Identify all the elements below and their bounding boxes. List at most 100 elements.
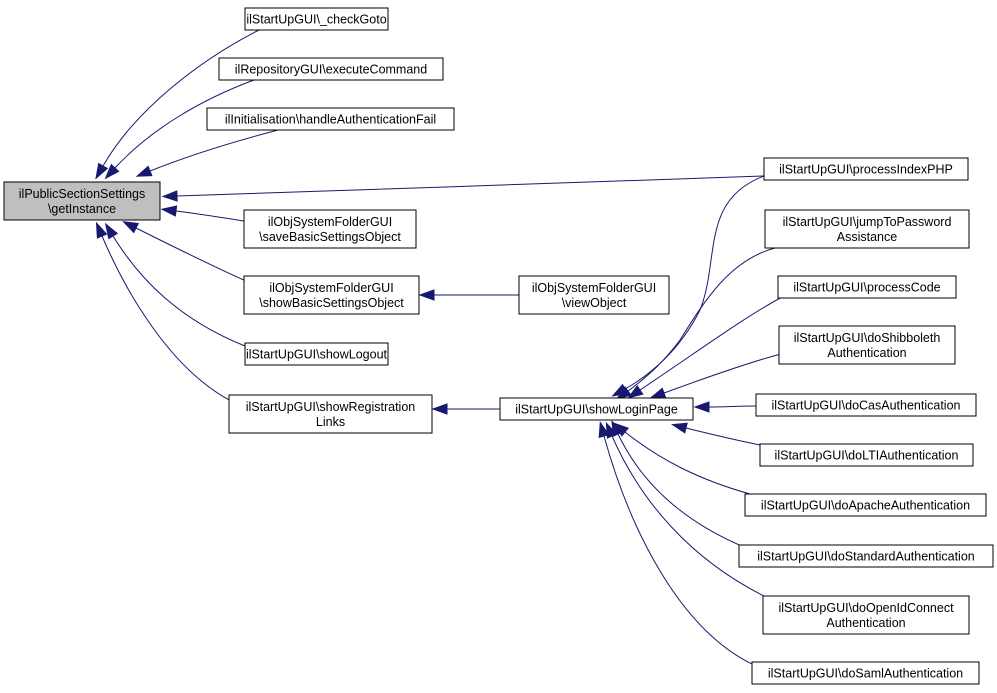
edge-apache-to-login bbox=[612, 422, 751, 495]
edge-line bbox=[135, 227, 247, 282]
node-label-line: ilStartUpGUI\showLogout bbox=[246, 348, 388, 362]
node-label-line: ilStartUpGUI\doSamlAuthentication bbox=[768, 667, 963, 681]
node-logout[interactable]: ilStartUpGUI\showLogout bbox=[244, 342, 389, 366]
node-label-line: Assistance bbox=[837, 230, 897, 244]
arrowhead bbox=[431, 403, 448, 415]
edges-layer bbox=[95, 29, 783, 666]
edge-line bbox=[112, 235, 246, 347]
edge-standard-to-login bbox=[611, 420, 745, 548]
node-box bbox=[3, 181, 161, 221]
node-standard[interactable]: ilStartUpGUI\doStandardAuthentication bbox=[738, 544, 994, 568]
arrowhead bbox=[598, 421, 610, 439]
edge-proccode-to-login bbox=[627, 296, 783, 399]
edge-line bbox=[101, 235, 234, 403]
edge-cas-to-login bbox=[693, 401, 757, 413]
node-savebasic[interactable]: ilObjSystemFolderGUI\saveBasicSettingsOb… bbox=[243, 209, 417, 249]
node-label-line: ilInitialisation\handleAuthenticationFai… bbox=[225, 113, 436, 127]
node-box bbox=[755, 393, 977, 417]
node-checkgoto[interactable]: ilStartUpGUI\_checkGoto bbox=[244, 7, 389, 31]
node-box bbox=[744, 493, 987, 517]
arrowhead bbox=[135, 165, 153, 177]
node-box bbox=[244, 7, 389, 31]
nodes-layer: ilPublicSectionSettings\getInstance ilSta… bbox=[3, 7, 994, 685]
edge-saml-to-login bbox=[598, 421, 755, 666]
edge-line bbox=[639, 296, 783, 391]
node-box bbox=[518, 275, 670, 315]
edge-openid-to-login bbox=[605, 421, 769, 599]
node-proccode[interactable]: ilStartUpGUI\processCode bbox=[777, 275, 957, 299]
node-lti[interactable]: ilStartUpGUI\doLTIAuthentication bbox=[759, 443, 974, 467]
edge-line bbox=[175, 210, 245, 222]
arrowhead bbox=[649, 387, 667, 399]
node-box bbox=[777, 275, 957, 299]
arrowhead bbox=[160, 205, 178, 217]
edge-line bbox=[176, 175, 765, 197]
node-openid[interactable]: ilStartUpGUI\doOpenIdConnectAuthenticati… bbox=[762, 595, 970, 635]
node-label-line: Authentication bbox=[827, 346, 906, 360]
node-label-line: ilStartUpGUI\processIndexPHP bbox=[779, 163, 953, 177]
node-label-line: ilStartUpGUI\doShibboleth bbox=[794, 331, 941, 345]
edge-repo-to-root bbox=[104, 79, 255, 180]
edge-showbasic-to-root bbox=[122, 221, 247, 282]
node-label-line: ilStartUpGUI\showRegistration bbox=[246, 400, 416, 414]
edge-line bbox=[624, 175, 765, 390]
node-procidx[interactable]: ilStartUpGUI\processIndexPHP bbox=[763, 157, 969, 181]
arrowhead bbox=[104, 222, 119, 240]
arrowhead bbox=[418, 289, 435, 301]
edge-line bbox=[708, 405, 757, 408]
node-label-line: ilStartUpGUI\_checkGoto bbox=[246, 13, 386, 27]
edge-line bbox=[611, 435, 769, 599]
node-box bbox=[206, 107, 455, 131]
arrowhead bbox=[122, 221, 140, 234]
edge-login-to-showreg bbox=[431, 403, 500, 415]
node-saml[interactable]: ilStartUpGUI\doSamlAuthentication bbox=[751, 661, 980, 685]
node-cas[interactable]: ilStartUpGUI\doCasAuthentication bbox=[755, 393, 977, 417]
node-label-line: \saveBasicSettingsObject bbox=[259, 230, 401, 244]
edge-savebasic-to-root bbox=[160, 205, 245, 222]
node-box bbox=[778, 325, 956, 365]
node-label-line: ilStartUpGUI\processCode bbox=[793, 281, 940, 295]
edge-viewobj-to-showbasic bbox=[418, 289, 519, 301]
edge-jumppw-to-login bbox=[615, 247, 776, 401]
arrowhead bbox=[670, 422, 688, 434]
node-label-line: ilObjSystemFolderGUI bbox=[269, 281, 393, 295]
node-label-line: \viewObject bbox=[562, 296, 627, 310]
arrowhead bbox=[615, 386, 632, 401]
arrowhead bbox=[95, 221, 108, 239]
edge-line bbox=[102, 29, 260, 167]
node-repo[interactable]: ilRepositoryGUI\executeCommand bbox=[218, 57, 444, 81]
arrowhead bbox=[627, 384, 644, 399]
node-label-line: Links bbox=[316, 415, 345, 429]
edge-shib-to-login bbox=[649, 353, 782, 399]
node-showbasic[interactable]: ilObjSystemFolderGUI\showBasicSettingsOb… bbox=[243, 275, 420, 315]
edge-line bbox=[663, 353, 782, 394]
node-label-line: ilStartUpGUI\doOpenIdConnect bbox=[778, 601, 954, 615]
edge-line bbox=[627, 247, 776, 392]
node-apache[interactable]: ilStartUpGUI\doApacheAuthentication bbox=[744, 493, 987, 517]
edge-procidx-to-root bbox=[161, 175, 765, 202]
node-box bbox=[763, 157, 969, 181]
node-initfail[interactable]: ilInitialisation\handleAuthenticationFai… bbox=[206, 107, 455, 131]
node-box bbox=[751, 661, 980, 685]
node-viewobj[interactable]: ilObjSystemFolderGUI\viewObject bbox=[518, 275, 670, 315]
arrowhead bbox=[693, 401, 710, 413]
arrowhead bbox=[161, 190, 178, 202]
node-label-line: Authentication bbox=[826, 616, 905, 630]
node-label-line: ilObjSystemFolderGUI bbox=[268, 215, 392, 229]
node-label-line: \showBasicSettingsObject bbox=[259, 296, 404, 310]
edge-line bbox=[624, 431, 751, 495]
node-login[interactable]: ilStartUpGUI\showLoginPage bbox=[499, 397, 694, 421]
node-label-line: ilStartUpGUI\jumpToPassword bbox=[783, 215, 952, 229]
node-box bbox=[228, 394, 433, 434]
node-label-line: ilStartUpGUI\doCasAuthentication bbox=[772, 399, 961, 413]
edge-line bbox=[114, 79, 255, 169]
node-root: ilPublicSectionSettings\getInstance bbox=[3, 181, 161, 221]
edge-initfail-to-root bbox=[135, 129, 279, 177]
node-box bbox=[244, 342, 389, 366]
arrowhead bbox=[104, 163, 120, 180]
node-label-line: ilPublicSectionSettings bbox=[19, 187, 145, 201]
